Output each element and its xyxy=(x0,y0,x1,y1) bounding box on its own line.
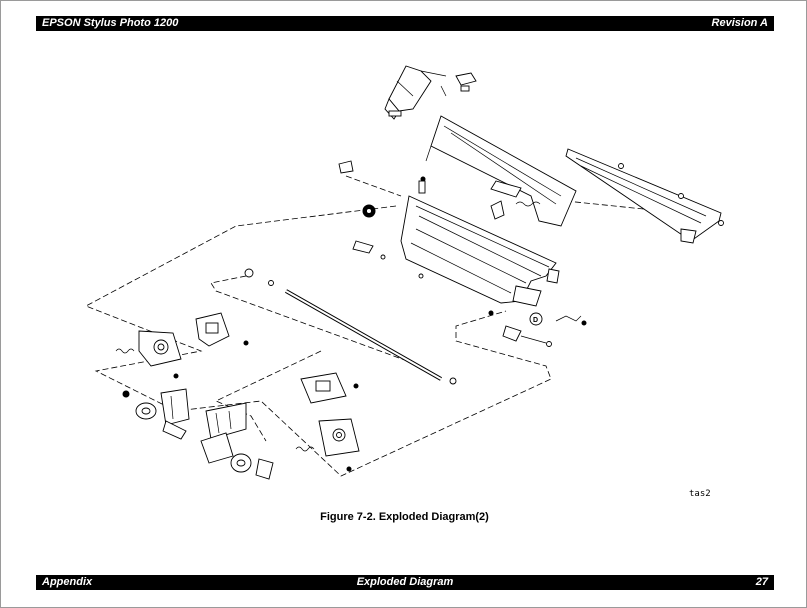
lower-motor-part xyxy=(200,432,274,480)
assembly-guide-left xyxy=(85,205,552,477)
motor-gear-assembly xyxy=(122,388,247,440)
page-number: 27 xyxy=(755,576,768,588)
footer-bar: Appendix Exploded Diagram 27 xyxy=(36,575,774,590)
callout-d-label: D xyxy=(533,317,538,324)
paper-feed-shaft xyxy=(244,268,457,385)
gear-assembly-part xyxy=(338,160,494,316)
paper-support-part xyxy=(384,65,477,120)
assembly-guide-top xyxy=(345,175,402,197)
right-rail-part xyxy=(565,148,724,244)
document-title: EPSON Stylus Photo 1200 xyxy=(42,17,179,29)
figure-caption: Figure 7-2. Exploded Diagram(2) xyxy=(320,511,489,523)
footer-chapter: Exploded Diagram xyxy=(356,576,454,588)
main-frame-part xyxy=(425,115,577,227)
left-bracket-assembly xyxy=(115,312,249,379)
assembly-guide-inner xyxy=(210,275,422,367)
revision-label: Revision A xyxy=(711,17,768,29)
header-bar: EPSON Stylus Photo 1200 Revision A xyxy=(36,16,774,31)
callout-d-circle xyxy=(529,312,543,326)
drawing-reference-code: tas2 xyxy=(689,489,711,499)
exploded-diagram: D xyxy=(85,65,724,480)
right-lower-bracket-assembly xyxy=(295,372,360,472)
footer-section: Appendix xyxy=(42,576,93,588)
carriage-frame-part xyxy=(400,176,560,307)
right-bracket-part xyxy=(502,315,587,347)
